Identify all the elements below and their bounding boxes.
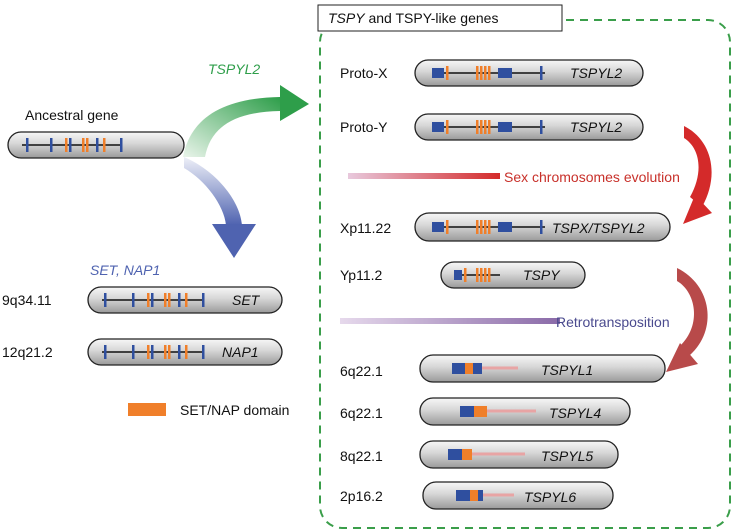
set-nap1-branch-label: SET, NAP1 bbox=[90, 262, 160, 278]
locus-label: 6q22.1 bbox=[340, 405, 383, 421]
gene-name: NAP1 bbox=[222, 344, 259, 360]
locus-label: 9q34.11 bbox=[2, 292, 52, 308]
yp112-gene-pill bbox=[440, 261, 586, 289]
gene-name: TSPX/TSPYL2 bbox=[552, 220, 645, 236]
retrotransposition-arrow bbox=[666, 268, 708, 372]
sex-chromosomes-event-label: Sex chromosomes evolution bbox=[504, 169, 680, 185]
proto-y-gene-pill bbox=[414, 113, 644, 141]
gene-name: TSPY bbox=[523, 267, 561, 283]
locus-label: 8q22.1 bbox=[340, 448, 383, 464]
locus-label: 6q22.1 bbox=[340, 363, 383, 379]
gene-name: TSPYL6 bbox=[524, 489, 576, 505]
ancestral-gene-pill bbox=[7, 131, 185, 159]
sex-chromosome-bar bbox=[348, 173, 500, 179]
tspyl1-gene-pill bbox=[419, 354, 666, 383]
legend-label: SET/NAP domain bbox=[180, 402, 289, 418]
gene-name: TSPYL2 bbox=[570, 119, 622, 135]
legend-swatch bbox=[128, 403, 166, 416]
set-nap1-branch-arrow bbox=[184, 157, 256, 258]
retrotransposition-event-label: Retrotransposition bbox=[556, 314, 670, 330]
xp1122-gene-pill bbox=[414, 212, 671, 242]
locus-label: Xp11.22 bbox=[340, 220, 391, 236]
gene-name: TSPYL4 bbox=[549, 405, 601, 421]
tspyl4-gene-pill bbox=[419, 397, 631, 426]
gene-name: TSPYL5 bbox=[541, 448, 593, 464]
group-title-box: TSPY and TSPY-like genes bbox=[317, 4, 563, 32]
nap1-gene-pill bbox=[87, 338, 283, 366]
gene-name: SET bbox=[232, 292, 261, 308]
tspyl2-branch-arrow bbox=[183, 85, 309, 157]
set-gene-pill bbox=[87, 286, 283, 314]
tspyl6-gene-pill bbox=[422, 481, 614, 510]
gene-name: TSPYL2 bbox=[570, 65, 622, 81]
ancestral-gene-label: Ancestral gene bbox=[25, 107, 119, 123]
locus-label: Yp11.2 bbox=[340, 267, 383, 283]
tspyl2-branch-label: TSPYL2 bbox=[208, 61, 260, 77]
group-title: TSPY and TSPY-like genes bbox=[328, 10, 498, 26]
locus-label: Proto-Y bbox=[340, 119, 388, 135]
locus-label: 2p16.2 bbox=[340, 488, 383, 504]
gene-name: TSPYL1 bbox=[541, 362, 593, 378]
tspyl5-gene-pill bbox=[419, 440, 619, 469]
locus-label: Proto-X bbox=[340, 65, 388, 81]
retrotransposition-bar bbox=[340, 318, 560, 324]
proto-x-gene-pill bbox=[414, 59, 644, 87]
sex-chromosome-arrow bbox=[683, 126, 712, 224]
locus-label: 12q21.2 bbox=[2, 344, 53, 360]
